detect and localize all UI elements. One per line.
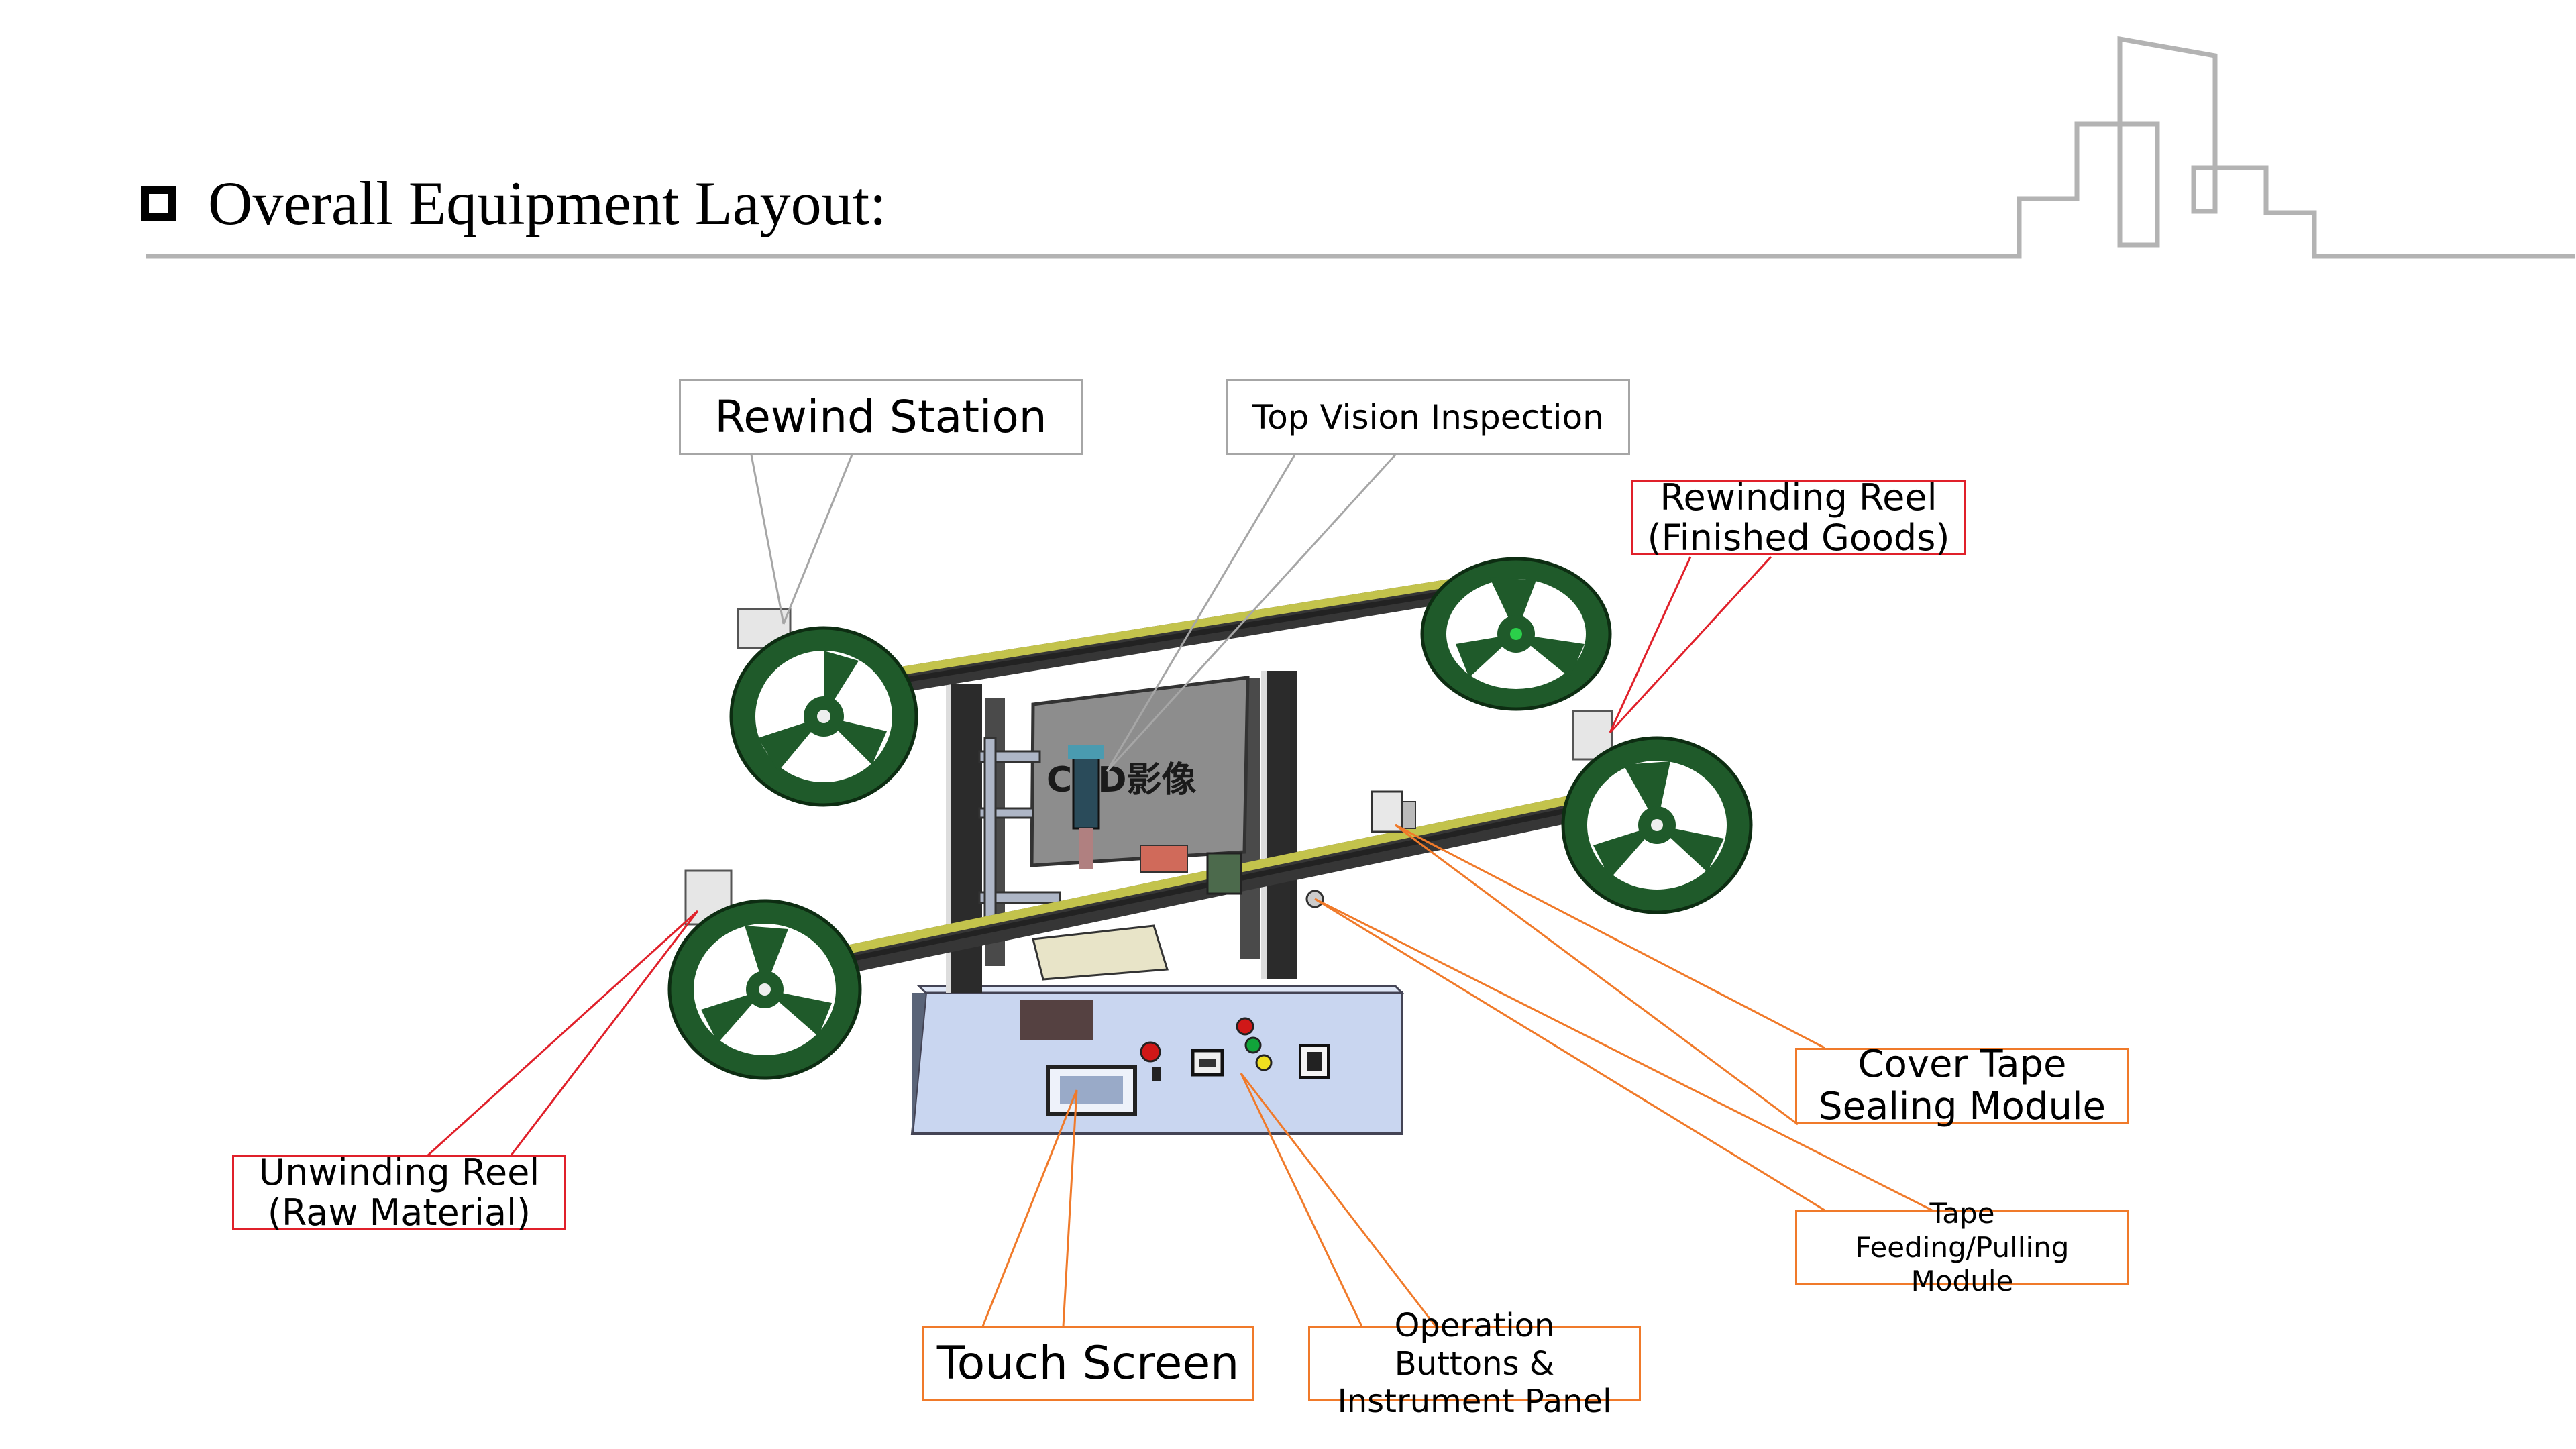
- callout-text-line2: Sealing Module: [1819, 1085, 2106, 1128]
- leader-lines-orange: [981, 824, 1933, 1327]
- callout-tape-feeding-pulling: Tape Feeding/Pulling Module: [1795, 1197, 2129, 1297]
- cabinet: [910, 985, 1405, 1135]
- callout-text-line1: Unwinding Reel: [258, 1150, 540, 1193]
- slide-title: Overall Equipment Layout:: [208, 169, 887, 237]
- callout-rewind-station: Rewind Station: [679, 379, 1083, 455]
- header-skyline-decoration: [146, 36, 2575, 259]
- upper-rail: [792, 577, 1466, 710]
- callout-text-line1: Tape: [1929, 1197, 1995, 1230]
- callout-rewinding-reel: Rewinding Reel (Finished Goods): [1631, 476, 1966, 559]
- camera: [1068, 745, 1104, 869]
- callout-text-line2: Feeding/Pulling: [1855, 1230, 2070, 1264]
- callout-text-line3: Instrument Panel: [1337, 1383, 1612, 1421]
- reel-unwinding-raw: [667, 869, 862, 1080]
- callout-operation-buttons: Operation Buttons & Instrument Panel: [1308, 1307, 1641, 1420]
- callout-text: Touch Screen: [936, 1336, 1240, 1390]
- callout-text-line1: Rewinding Reel: [1660, 476, 1937, 519]
- leader-lines-red: [427, 555, 1772, 1157]
- bottom-tray: [1032, 924, 1169, 981]
- callout-touch-screen: Touch Screen: [922, 1326, 1254, 1401]
- touch-screen-device: [1046, 1065, 1137, 1116]
- operation-buttons: [1140, 1017, 1330, 1081]
- callout-text-line2: (Raw Material): [267, 1191, 531, 1234]
- callout-text: Top Vision Inspection: [1252, 397, 1604, 437]
- callout-top-vision-inspection: Top Vision Inspection: [1226, 379, 1630, 455]
- ccd-panel: CCD影像: [1030, 676, 1250, 867]
- machine-illustration: CCD影像: [667, 557, 1753, 1135]
- svg-text:CCD影像: CCD影像: [1046, 760, 1197, 800]
- hollow-square-icon: [141, 186, 176, 221]
- callout-text-line1: Cover Tape: [1858, 1042, 2067, 1087]
- callout-text-line3: Module: [1911, 1265, 2014, 1298]
- side-bracket: [978, 737, 1061, 927]
- reel-rewinding-finished: [1561, 710, 1753, 914]
- reel-top-right: [1420, 557, 1612, 711]
- callout-text: Rewind Station: [714, 390, 1047, 443]
- callout-text-line2: (Finished Goods): [1647, 517, 1950, 559]
- callout-text-line2: Buttons &: [1394, 1344, 1555, 1383]
- callout-text-line1: Operation: [1394, 1307, 1555, 1345]
- callout-unwinding-reel: Unwinding Reel (Raw Material): [232, 1150, 566, 1234]
- slide-header: Overall Equipment Layout:: [141, 160, 887, 247]
- sealing-module: [1371, 790, 1416, 833]
- leader-lines-gray: [750, 453, 1397, 773]
- callout-cover-tape-sealing: Cover Tape Sealing Module: [1795, 1044, 2129, 1128]
- reel-rewind-station: [729, 608, 918, 807]
